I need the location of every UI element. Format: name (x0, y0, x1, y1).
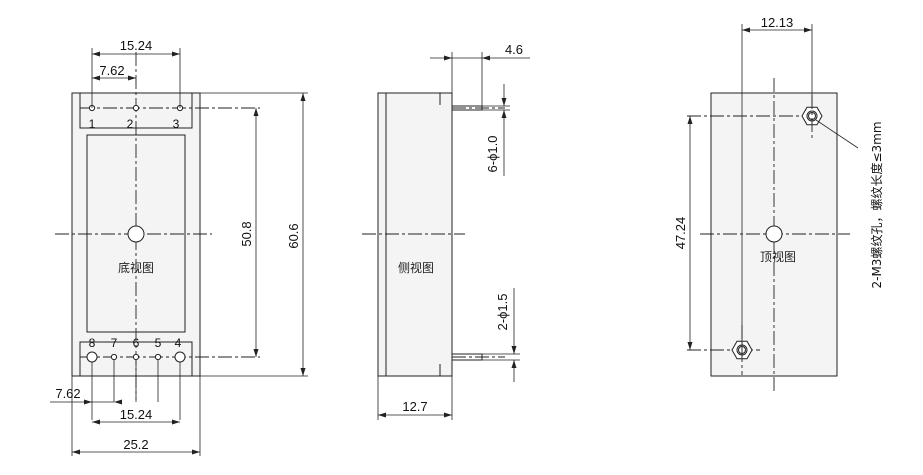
dim-pin-diameter-bottom: 2-ϕ1.5 (495, 294, 510, 331)
dim-pin-offset-bottom: 7.62 (55, 386, 80, 401)
pin-label: 6 (133, 336, 140, 350)
center-mark-circle (127, 225, 145, 243)
thread-note-leader (815, 119, 859, 149)
top-center-mark (765, 225, 783, 243)
top-view-caption: 顶视图 (760, 249, 796, 264)
side-view-outline (377, 92, 453, 377)
top-view: 12.13 47.24 2-M3螺纹孔，螺纹长度≤3mm 顶视图 (673, 15, 884, 392)
pin-label: 1 (89, 117, 96, 131)
dim-pin-length: 4.6 (505, 42, 523, 57)
dim-hole-offset-x: 12.13 (761, 15, 794, 30)
bottom-view: 1 2 3 8 7 6 5 4 底视图 15.24 7.62 50.8 60.6 (50, 38, 308, 456)
thread-note: 2-M3螺纹孔，螺纹长度≤3mm (869, 121, 884, 288)
dim-overall-width: 25.2 (123, 437, 148, 452)
pin-4 (174, 351, 186, 363)
pin-6 (132, 353, 140, 361)
pin-8 (86, 351, 98, 363)
dim-pin-pitch-vertical: 50.8 (239, 221, 254, 246)
dim-pin-offset-top: 7.62 (99, 63, 124, 78)
pin-label: 8 (89, 336, 96, 350)
pin-2 (132, 104, 140, 112)
dim-pin-spacing-bottom: 15.24 (120, 407, 153, 422)
dim-overall-height: 60.6 (286, 223, 301, 248)
pin-label: 4 (175, 336, 182, 350)
side-view-caption: 侧视图 (398, 260, 434, 275)
pin-5 (154, 353, 162, 361)
dim-hole-spacing-y: 47.24 (673, 217, 688, 250)
dim-pin-spacing-top: 15.24 (120, 38, 153, 53)
dim-pin-diameter-top: 6-ϕ1.0 (485, 136, 500, 173)
pin-label: 2 (127, 117, 134, 131)
dim-depth: 12.7 (402, 399, 427, 414)
side-view: 4.6 6-ϕ1.0 2-ϕ1.5 12.7 侧视图 (362, 42, 530, 420)
bottom-view-caption: 底视图 (118, 260, 154, 275)
pin-label: 7 (111, 336, 118, 350)
pin-label: 3 (173, 117, 180, 131)
pin-7 (110, 353, 118, 361)
pin-label: 5 (155, 336, 162, 350)
